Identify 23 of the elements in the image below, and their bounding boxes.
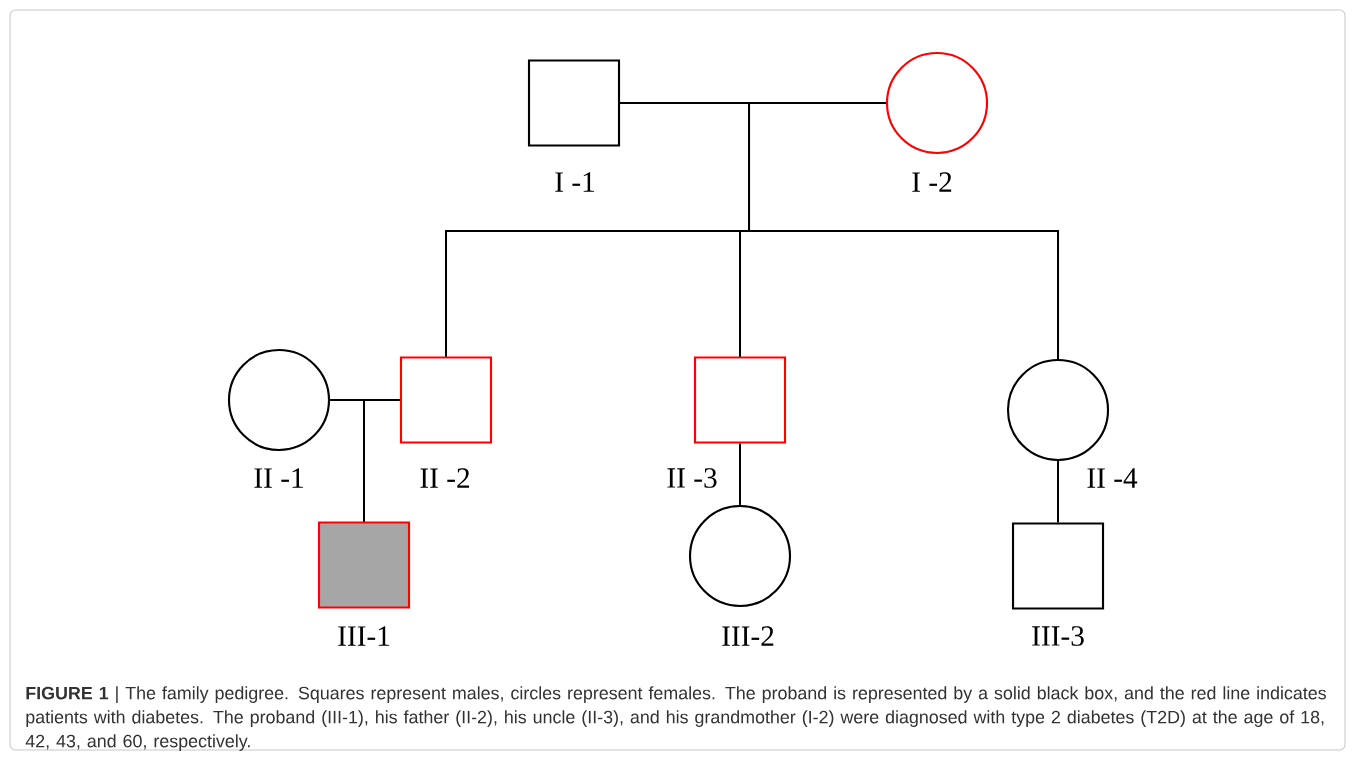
generation-label: II -2 (420, 468, 470, 488)
generation-label: I -2 (912, 172, 952, 192)
male-square (1011, 522, 1105, 610)
generation-label: II -4 (1087, 468, 1138, 488)
female-circle (227, 348, 331, 452)
generation-label: III-2 (722, 626, 774, 646)
pedigree-line (363, 399, 401, 523)
generation-label: II -1 (254, 468, 303, 488)
female-circle (885, 51, 989, 155)
male-square (317, 521, 411, 609)
male-square (693, 356, 787, 444)
female-circle (1006, 358, 1110, 462)
generation-label: III-3 (1032, 626, 1084, 646)
generation-label: III-1 (338, 626, 390, 646)
pedigree-line (748, 102, 1059, 360)
generation-label: I -1 (555, 172, 594, 192)
male-square (527, 59, 621, 147)
pedigree-line (739, 442, 741, 506)
pedigree-line (1057, 460, 1059, 524)
caption: FIGURE 1 | The family pedigree. Squares represent males, circles represent females. The proband is represented by a solid black box, and the red line indicates patients with diabetes. The proband (III-1), his father (II-2), his uncle (II-3), and his grandmother (I-2) were diagnosed with type 2 diabetes (T2D) at the age of 18, 42, 43, and 60, respectively. (25, 686, 1326, 751)
male-square (399, 356, 493, 444)
generation-label: II -3 (667, 468, 717, 488)
female-circle (688, 504, 792, 608)
